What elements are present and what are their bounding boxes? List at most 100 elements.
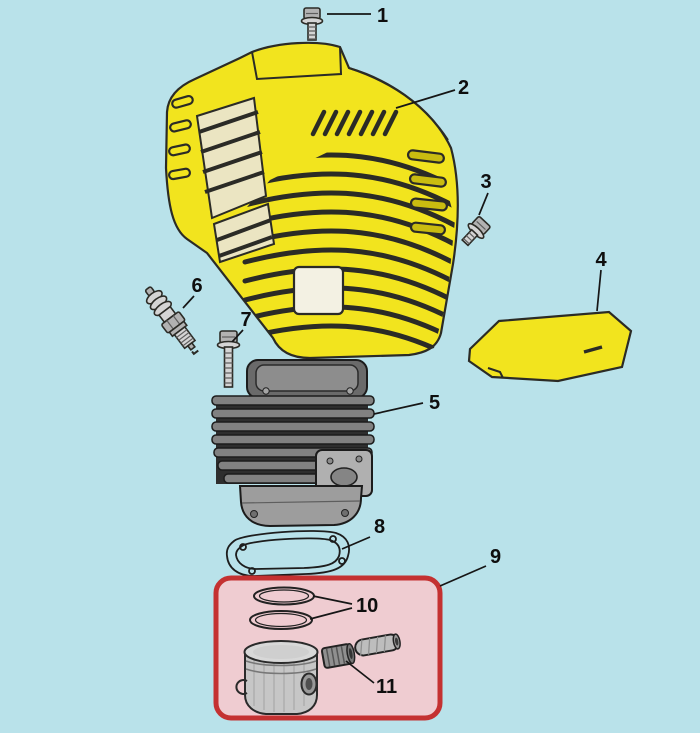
- leader-line-3: [478, 192, 489, 216]
- cover-plate-body: [467, 310, 633, 383]
- cap-bolt: [262, 387, 270, 395]
- part-cover-plate: [467, 310, 633, 383]
- left-rim-slots: [167, 94, 194, 181]
- flange-hole: [250, 510, 258, 518]
- gasket-hole: [338, 557, 346, 565]
- part-needle-bearing: [320, 642, 356, 669]
- leader-line-2: [395, 89, 456, 109]
- top-vent-slats: [310, 109, 399, 137]
- circlip: [235, 679, 248, 695]
- callout-10: 10: [309, 595, 378, 620]
- screw-shaft: [461, 228, 479, 247]
- callout-label-3: 3: [480, 171, 491, 193]
- wrist-pin-hole: [305, 678, 313, 690]
- leader-line-4: [596, 269, 602, 312]
- wrist-pin-hatch: [360, 635, 387, 657]
- cover-plate-notch: [487, 367, 504, 379]
- left-vent-lower: [212, 202, 276, 264]
- callout-label-7: 7: [240, 309, 251, 331]
- callout-label-2: 2: [458, 77, 469, 99]
- spark-plug-hex-facets: [166, 315, 181, 330]
- bearing-rollers: [325, 645, 346, 667]
- screw-head-line: [476, 220, 486, 231]
- callout-label-9: 9: [490, 546, 501, 568]
- grille-bars: [242, 152, 455, 360]
- port-opening: [330, 467, 358, 487]
- shoulder-slot: [409, 197, 448, 212]
- rim-slot: [169, 119, 192, 133]
- rim-slot: [168, 143, 191, 157]
- callout-label-5: 5: [429, 392, 440, 414]
- callout-4: 4: [595, 249, 607, 312]
- gasket-hole: [248, 567, 256, 575]
- callout-3: 3: [478, 171, 492, 216]
- cooling-fin: [211, 434, 375, 445]
- callout-label-1: 1: [377, 5, 388, 27]
- leader-line-7: [231, 329, 244, 343]
- callout-label-11: 11: [376, 676, 397, 698]
- callout-7: 7: [231, 309, 252, 343]
- screw-threads: [224, 352, 233, 384]
- screw-shaft: [223, 346, 234, 388]
- callout-label-6: 6: [191, 275, 202, 297]
- piston-ring-inner: [254, 612, 308, 628]
- rim-slot: [167, 167, 191, 181]
- callout-2: 2: [395, 77, 469, 109]
- cylinder-top-face: [255, 364, 359, 392]
- gasket-hole: [239, 543, 247, 551]
- spark-plug-ground-electrode: [191, 349, 199, 356]
- gasket-inner-outline: [235, 537, 341, 570]
- callout-1: 1: [327, 5, 388, 27]
- leader-line-5: [373, 402, 424, 415]
- cover-window-cutout: [292, 265, 345, 316]
- part-piston-rings: [249, 586, 315, 630]
- port-stud: [326, 457, 334, 465]
- callout-9: 9: [439, 546, 501, 587]
- bearing-bore: [348, 648, 353, 659]
- callout-label-10: 10: [356, 595, 378, 617]
- piston-ring-grooves: [245, 660, 317, 675]
- cooling-fin: [211, 408, 375, 419]
- part-gasket: [225, 530, 350, 577]
- piston-ring: [249, 610, 313, 630]
- gasket-outer-outline: [225, 530, 350, 577]
- screw-threads: [463, 232, 476, 245]
- front-grille: [242, 152, 455, 360]
- spark-plug-threads: [176, 329, 194, 347]
- shoulder-slot: [406, 149, 445, 164]
- right-shoulder-slots: [406, 149, 448, 236]
- callout-label-4: 4: [595, 249, 607, 271]
- leader-line-8: [341, 536, 371, 550]
- bolt-threads: [308, 26, 316, 40]
- part-cylinder: [211, 359, 375, 528]
- part-engine-cover: [164, 41, 459, 360]
- piston-shading: [253, 660, 305, 712]
- part-screw-3: [461, 216, 491, 247]
- cap-bolt: [346, 387, 354, 395]
- part-screw-7: [216, 330, 241, 388]
- rim-slot: [171, 94, 194, 109]
- flange-hole: [341, 509, 349, 517]
- wrist-pin-bore: [394, 637, 399, 646]
- callout-8: 8: [341, 516, 385, 550]
- piston-body: [244, 651, 318, 715]
- cover-contours: [251, 46, 449, 141]
- part-spark-plug: [144, 286, 199, 356]
- spark-plug-electrode: [186, 341, 196, 351]
- callout-11: 11: [345, 660, 397, 698]
- leader-line-6: [182, 295, 195, 309]
- shoulder-slot: [408, 173, 447, 188]
- callout-label-8: 8: [374, 516, 385, 538]
- gasket-hole: [329, 535, 337, 543]
- part-piston: [235, 640, 319, 715]
- callout-6: 6: [182, 275, 203, 309]
- piston-ring-inner: [258, 589, 310, 603]
- left-vent-lower-slats: [216, 218, 273, 258]
- callout-5: 5: [373, 392, 440, 415]
- leader-line-11: [345, 660, 375, 684]
- leader-line-10: [309, 595, 353, 620]
- cover-plate-slot: [583, 345, 603, 354]
- cylinder-skirt: [238, 485, 364, 528]
- cooling-fin: [211, 421, 375, 432]
